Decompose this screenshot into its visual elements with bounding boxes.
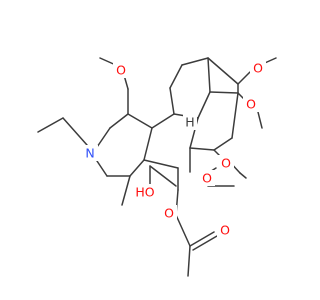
- bond: [231, 92, 239, 139]
- bond: [109, 113, 129, 129]
- methoxy-right-lower-label: O: [246, 97, 256, 112]
- bond: [169, 87, 175, 115]
- ring-o-upper-label: O: [221, 156, 231, 171]
- bond: [62, 117, 88, 146]
- bond: [197, 91, 211, 119]
- bond: [189, 231, 215, 247]
- methoxy-right-lower: O: [243, 96, 259, 112]
- bond-lines: [37, 57, 277, 277]
- bond: [189, 147, 215, 151]
- bond: [237, 71, 251, 85]
- bond: [187, 245, 191, 277]
- ester-o-label: O: [164, 206, 174, 221]
- bond: [127, 113, 153, 129]
- bond: [181, 57, 209, 66]
- bond: [143, 159, 179, 169]
- molecule-structure: N O O O H O O HO: [37, 57, 277, 277]
- bond: [192, 235, 218, 251]
- carbonyl-o-label: O: [220, 223, 230, 238]
- bridgehead-h-label: H: [185, 115, 194, 130]
- bond: [149, 165, 177, 187]
- hydroxyl-group: HO: [133, 184, 157, 200]
- methoxy-top: O: [113, 62, 129, 78]
- methoxy-right-upper: O: [250, 60, 266, 76]
- ring-oxygen-upper: O: [218, 155, 234, 171]
- atom-labels: N O O O H O O HO: [82, 60, 266, 238]
- amine-nitrogen: N: [82, 145, 98, 161]
- bond: [207, 57, 211, 93]
- bond: [129, 159, 145, 177]
- methoxy-right-upper-label: O: [253, 61, 263, 76]
- bond: [209, 91, 239, 94]
- amine-label: N: [85, 146, 94, 161]
- carbonyl-oxygen: O: [217, 222, 233, 238]
- bond: [213, 137, 233, 151]
- bond: [207, 57, 239, 85]
- bond: [121, 175, 131, 206]
- bond: [169, 64, 183, 89]
- bond: [239, 172, 247, 179]
- methoxy-top-label: O: [116, 63, 126, 78]
- bond: [257, 111, 263, 129]
- hydroxyl-label: HO: [135, 185, 154, 200]
- ring-oxygen-lower: O: [199, 170, 215, 186]
- bond: [175, 214, 191, 247]
- bridgehead-hydrogen: H: [183, 114, 197, 130]
- ester-oxygen: O: [161, 205, 177, 221]
- bond: [151, 113, 175, 129]
- ring-o-lower-label: O: [202, 171, 212, 186]
- bond: [143, 127, 153, 161]
- bond: [37, 117, 64, 133]
